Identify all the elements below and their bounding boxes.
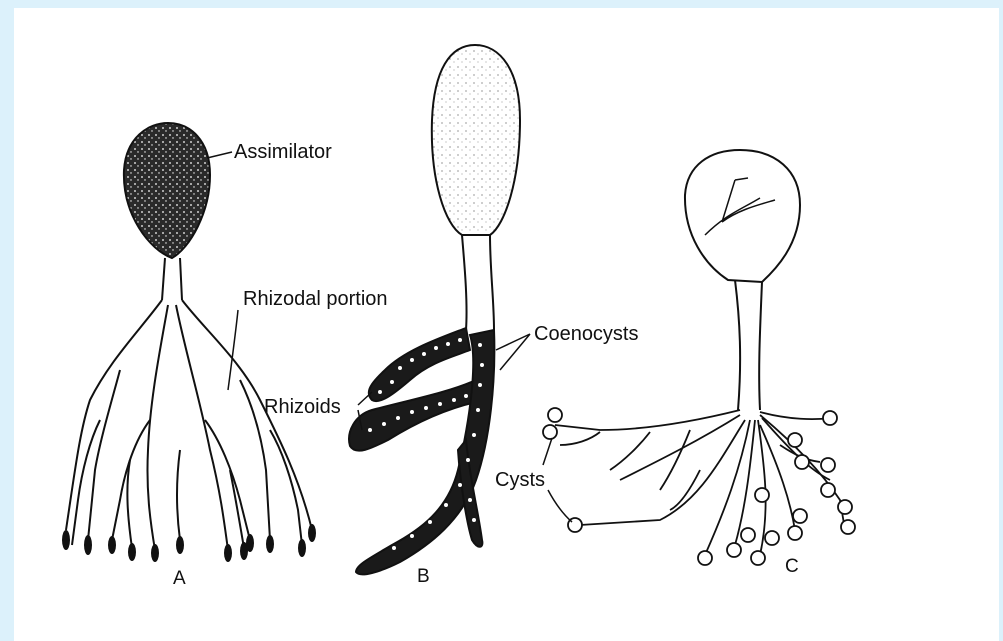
rhizoid-tips-a xyxy=(62,524,316,562)
rhizoid-branches-a xyxy=(66,300,312,550)
panel-label-c: C xyxy=(785,556,799,577)
leader-assimilator xyxy=(207,152,232,158)
stalk-c xyxy=(735,280,762,410)
cysts-c xyxy=(543,408,855,565)
plant-c xyxy=(543,150,855,565)
stalk-b xyxy=(462,235,494,330)
stalk-a xyxy=(162,258,182,300)
assimilator-bulb-a xyxy=(124,123,210,258)
label-assimilator: Assimilator xyxy=(234,141,332,163)
bulb-folds-c xyxy=(705,178,775,235)
panel-label-b: B xyxy=(417,566,430,587)
label-rhizodal-portion: Rhizodal portion xyxy=(243,288,388,310)
label-coenocysts: Coenocysts xyxy=(534,323,639,345)
bulb-c xyxy=(685,150,800,282)
leader-rhizodal xyxy=(228,310,238,390)
leader-cysts xyxy=(543,438,572,522)
label-rhizoids: Rhizoids xyxy=(264,396,341,418)
label-cysts: Cysts xyxy=(495,469,545,491)
panel-label-a: A xyxy=(173,568,186,589)
leader-coenocysts xyxy=(496,334,530,370)
rhizoids-b xyxy=(349,328,494,574)
plant-a xyxy=(62,123,316,562)
bulb-b xyxy=(432,45,520,235)
